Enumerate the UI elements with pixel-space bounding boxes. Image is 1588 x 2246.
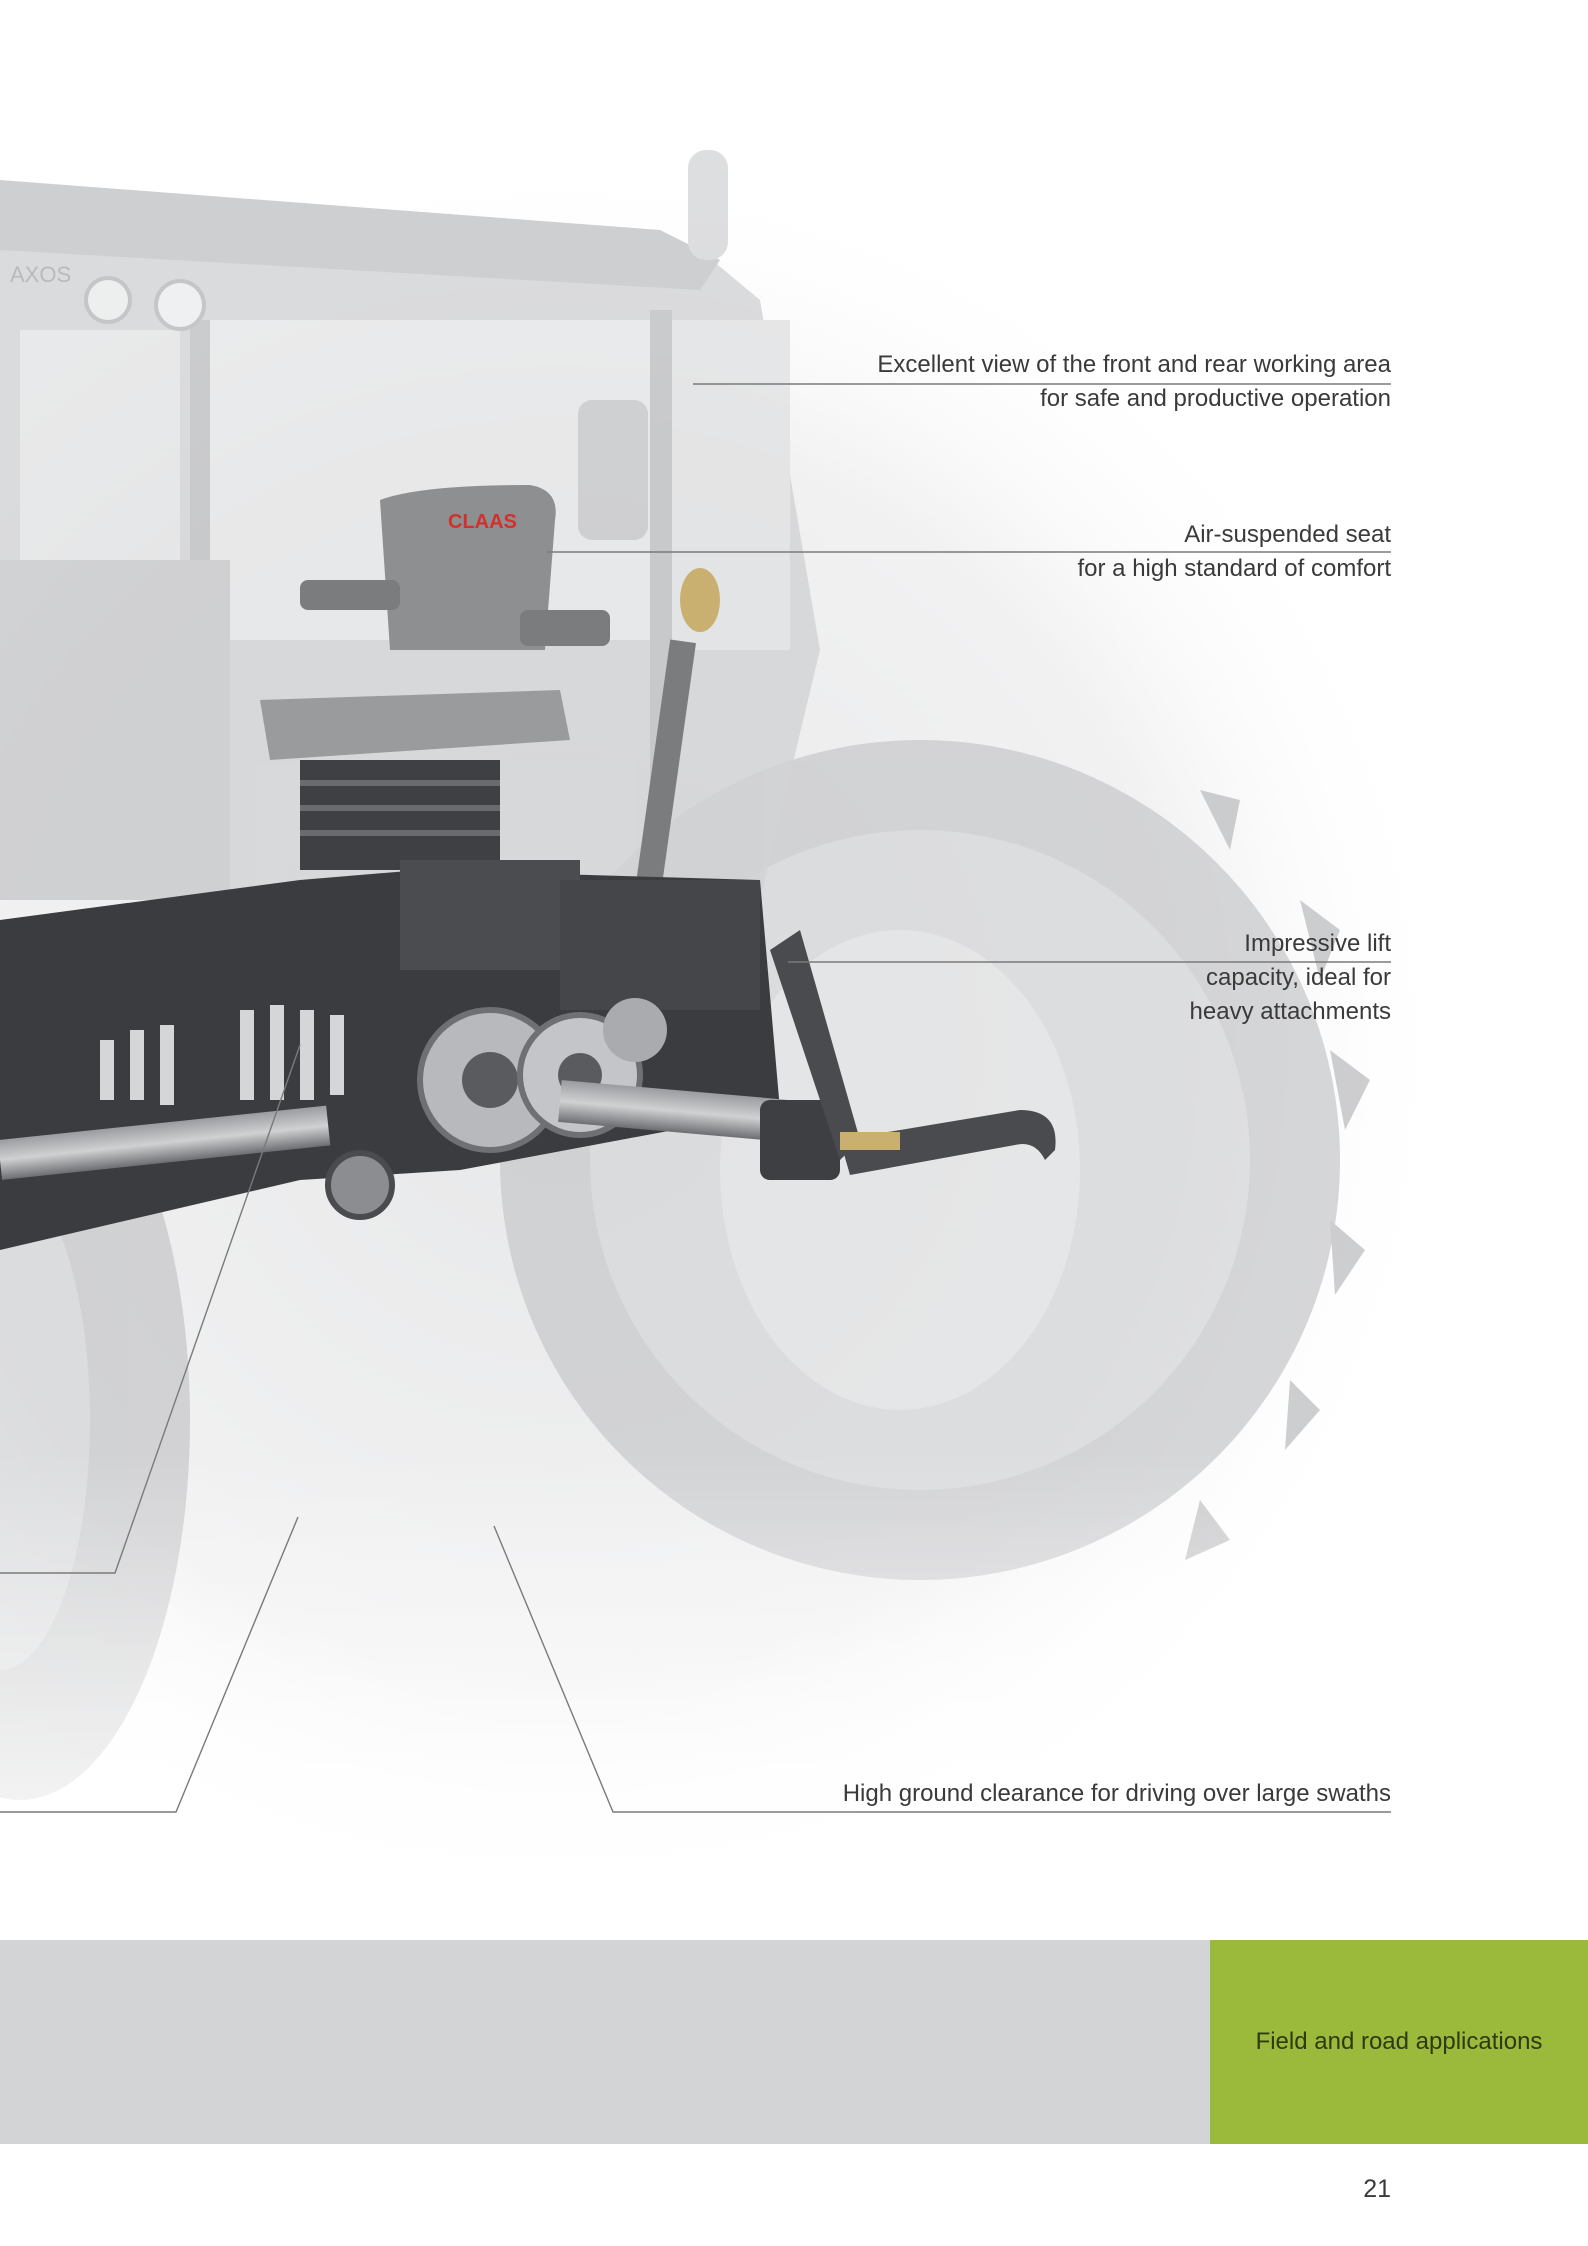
callout-lift-line-2: capacity, ideal for — [1206, 964, 1391, 991]
section-tab: Field and road applications — [1210, 1940, 1588, 2144]
gearbox-cutaway — [0, 860, 840, 1250]
callout-lift-line-1: Impressive lift — [1244, 930, 1391, 957]
callout-seat-line-1: Air-suspended seat — [1184, 521, 1391, 548]
callout-view-line-2: for safe and productive operation — [1040, 385, 1391, 412]
callout-lift-line-3: heavy attachments — [1189, 998, 1391, 1025]
callout-clearance-line-1: High ground clearance for driving over l… — [842, 1780, 1391, 1807]
callout-seat-line-2: for a high standard of comfort — [1077, 555, 1392, 582]
callout-leaders — [0, 383, 1391, 1813]
callout-view: Excellent view of the front and rear wor… — [877, 348, 1391, 416]
air-suspended-seat: CLAAS — [260, 485, 610, 870]
callout-view-line-1: Excellent view of the front and rear wor… — [877, 351, 1391, 378]
callout-seat: Air-suspended seat for a high standard o… — [1078, 518, 1392, 586]
callout-clearance: High ground clearance for driving over l… — [843, 1777, 1391, 1811]
cab-logo: AXOS — [10, 262, 71, 287]
lower-link-hitch — [770, 930, 1056, 1175]
section-title: Field and road applications — [1255, 2028, 1543, 2055]
callout-lift: Impressive lift capacity, ideal for heav… — [1190, 927, 1391, 1029]
page-number: 21 — [1363, 2175, 1391, 2203]
footer-band — [0, 1940, 1210, 2144]
top-link — [634, 568, 720, 901]
seat-logo: CLAAS — [448, 511, 517, 533]
